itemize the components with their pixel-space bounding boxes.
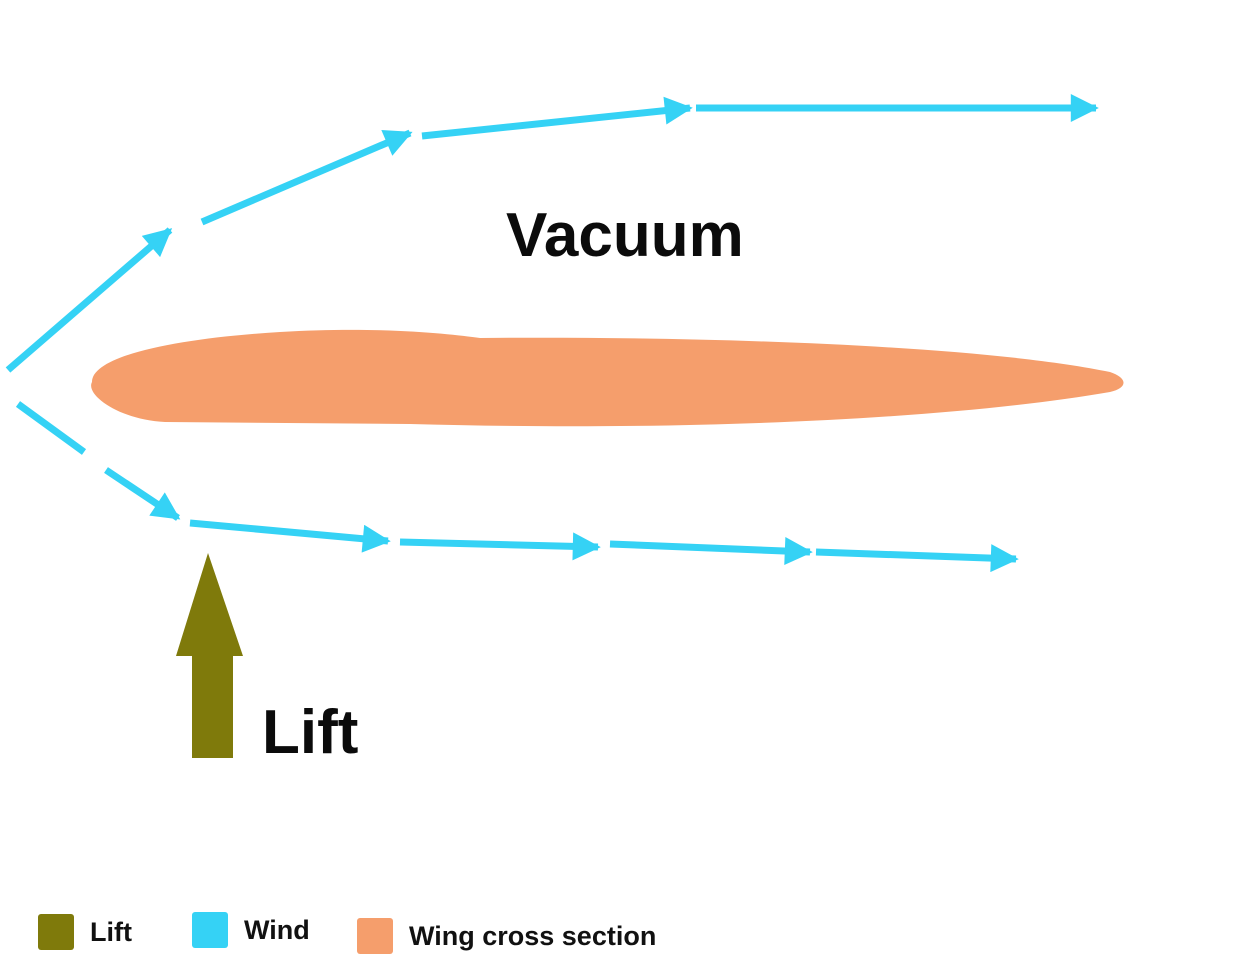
- legend-item-wind: Wind: [192, 912, 310, 948]
- wind-arrow: [200, 129, 413, 226]
- lift-arrow: [176, 553, 243, 758]
- wind-swatch-icon: [192, 912, 228, 948]
- wind-arrow: [189, 519, 391, 553]
- wing-cross-section: [91, 329, 1124, 427]
- wind-arrow: [5, 227, 173, 373]
- wind-arrow: [815, 544, 1019, 573]
- lower-wind-streamline: [15, 401, 1019, 573]
- legend-label: Lift: [90, 916, 132, 947]
- lift-label: Lift: [262, 698, 359, 767]
- wind-arrow: [609, 537, 813, 565]
- wind-arrow: [421, 96, 693, 140]
- wind-arrow: [104, 467, 181, 521]
- legend-item-wing-cross-section: Wing cross section: [357, 918, 656, 954]
- legend-label: Wing cross section: [409, 920, 657, 951]
- upper-wind-streamline: [5, 94, 1099, 373]
- wing-swatch-icon: [357, 918, 393, 954]
- wind-arrow: [399, 532, 601, 561]
- lift-swatch-icon: [38, 914, 74, 950]
- legend-item-lift: Lift: [38, 914, 132, 950]
- wind-arrow: [15, 401, 87, 455]
- legend-label: Wind: [244, 914, 310, 945]
- vacuum-label: Vacuum: [506, 201, 744, 270]
